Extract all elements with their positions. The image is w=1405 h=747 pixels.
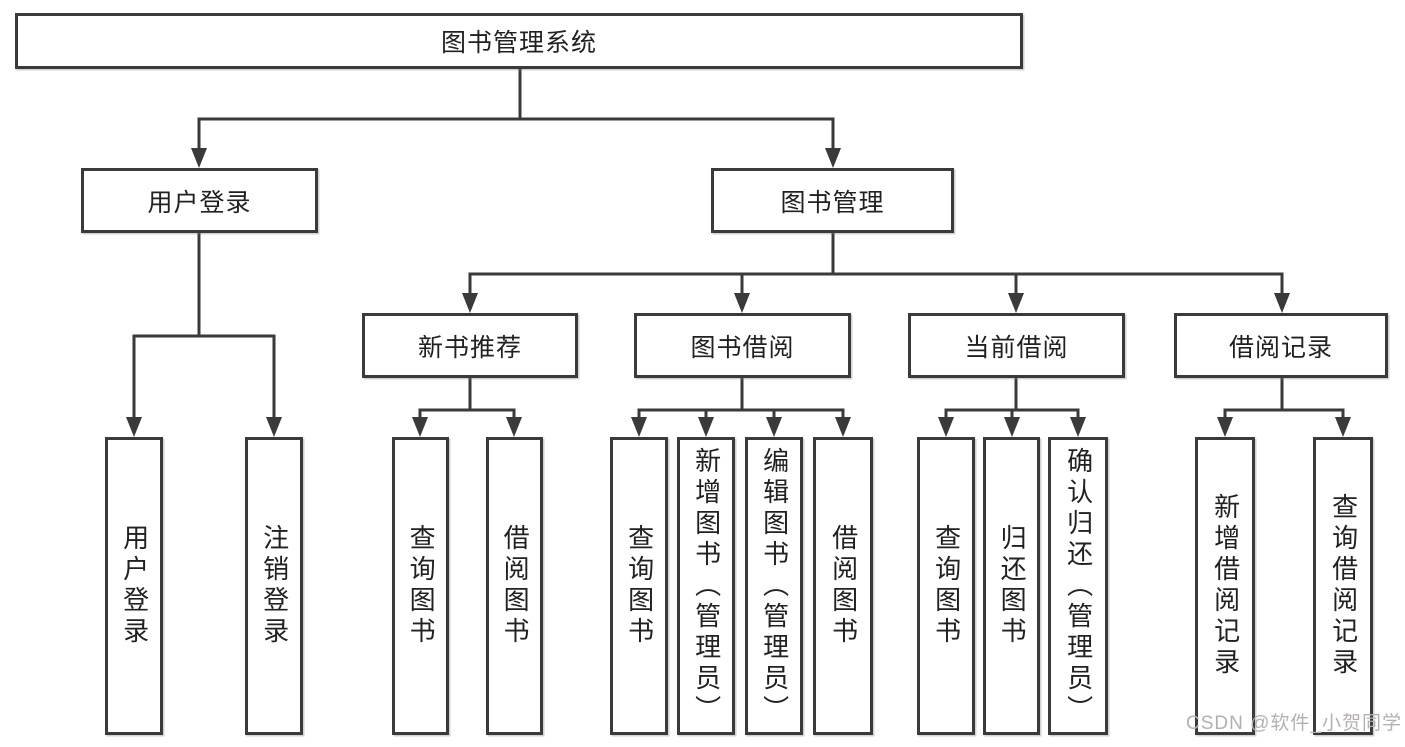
leaf-add-books-admin-label: 新增图书（管理员） xyxy=(691,446,722,726)
node-root: 图书管理系统 xyxy=(15,13,1023,69)
node-current-borrow-label: 当前借阅 xyxy=(964,333,1069,362)
leaf-logout-label: 注销登录 xyxy=(259,524,290,648)
leaf-query-borrow-record: 查询借阅记录 xyxy=(1313,437,1373,735)
node-book-management-label: 图书管理 xyxy=(780,188,885,217)
leaf-return-books-label: 归还图书 xyxy=(997,524,1028,648)
node-book-borrow: 图书借阅 xyxy=(634,313,851,378)
leaf-borrow-query-books: 查询图书 xyxy=(610,437,668,735)
node-user-login-label: 用户登录 xyxy=(147,188,252,217)
leaf-borrow-books-label: 借阅图书 xyxy=(828,524,859,648)
leaf-borrow-query-books-label: 查询图书 xyxy=(624,524,655,648)
node-user-login: 用户登录 xyxy=(81,168,318,233)
leaf-query-borrow-record-label: 查询借阅记录 xyxy=(1328,493,1359,679)
leaf-edit-books-admin-label: 编辑图书（管理员） xyxy=(759,446,790,726)
leaf-logout: 注销登录 xyxy=(245,437,303,735)
leaf-add-borrow-record: 新增借阅记录 xyxy=(1195,437,1255,735)
node-root-label: 图书管理系统 xyxy=(440,29,597,57)
leaf-return-books: 归还图书 xyxy=(983,437,1040,735)
node-new-book-recommend-label: 新书推荐 xyxy=(417,333,522,362)
node-book-management: 图书管理 xyxy=(711,168,954,233)
leaf-current-query-books: 查询图书 xyxy=(917,437,975,735)
leaf-current-query-books-label: 查询图书 xyxy=(931,524,962,648)
leaf-user-login: 用户登录 xyxy=(105,437,163,735)
leaf-recommend-query-books-label: 查询图书 xyxy=(406,524,437,648)
leaf-add-books-admin: 新增图书（管理员） xyxy=(677,437,735,735)
leaf-confirm-return-admin: 确认归还（管理员） xyxy=(1048,437,1108,735)
leaf-confirm-return-admin-label: 确认归还（管理员） xyxy=(1063,446,1094,726)
node-book-borrow-label: 图书借阅 xyxy=(690,333,795,362)
leaf-add-borrow-record-label: 新增借阅记录 xyxy=(1210,493,1241,679)
node-current-borrow: 当前借阅 xyxy=(908,313,1125,378)
leaf-borrow-books: 借阅图书 xyxy=(813,437,873,735)
leaf-recommend-borrow-books-label: 借阅图书 xyxy=(500,524,531,648)
node-new-book-recommend: 新书推荐 xyxy=(362,313,578,378)
node-borrow-record-label: 借阅记录 xyxy=(1228,333,1333,362)
csdn-watermark: CSDN @软件_小贺同学 xyxy=(1186,713,1402,734)
leaf-edit-books-admin: 编辑图书（管理员） xyxy=(745,437,803,735)
leaf-user-login-label: 用户登录 xyxy=(119,524,150,648)
node-borrow-record: 借阅记录 xyxy=(1174,313,1388,378)
leaf-recommend-query-books: 查询图书 xyxy=(392,437,449,735)
leaf-recommend-borrow-books: 借阅图书 xyxy=(486,437,543,735)
